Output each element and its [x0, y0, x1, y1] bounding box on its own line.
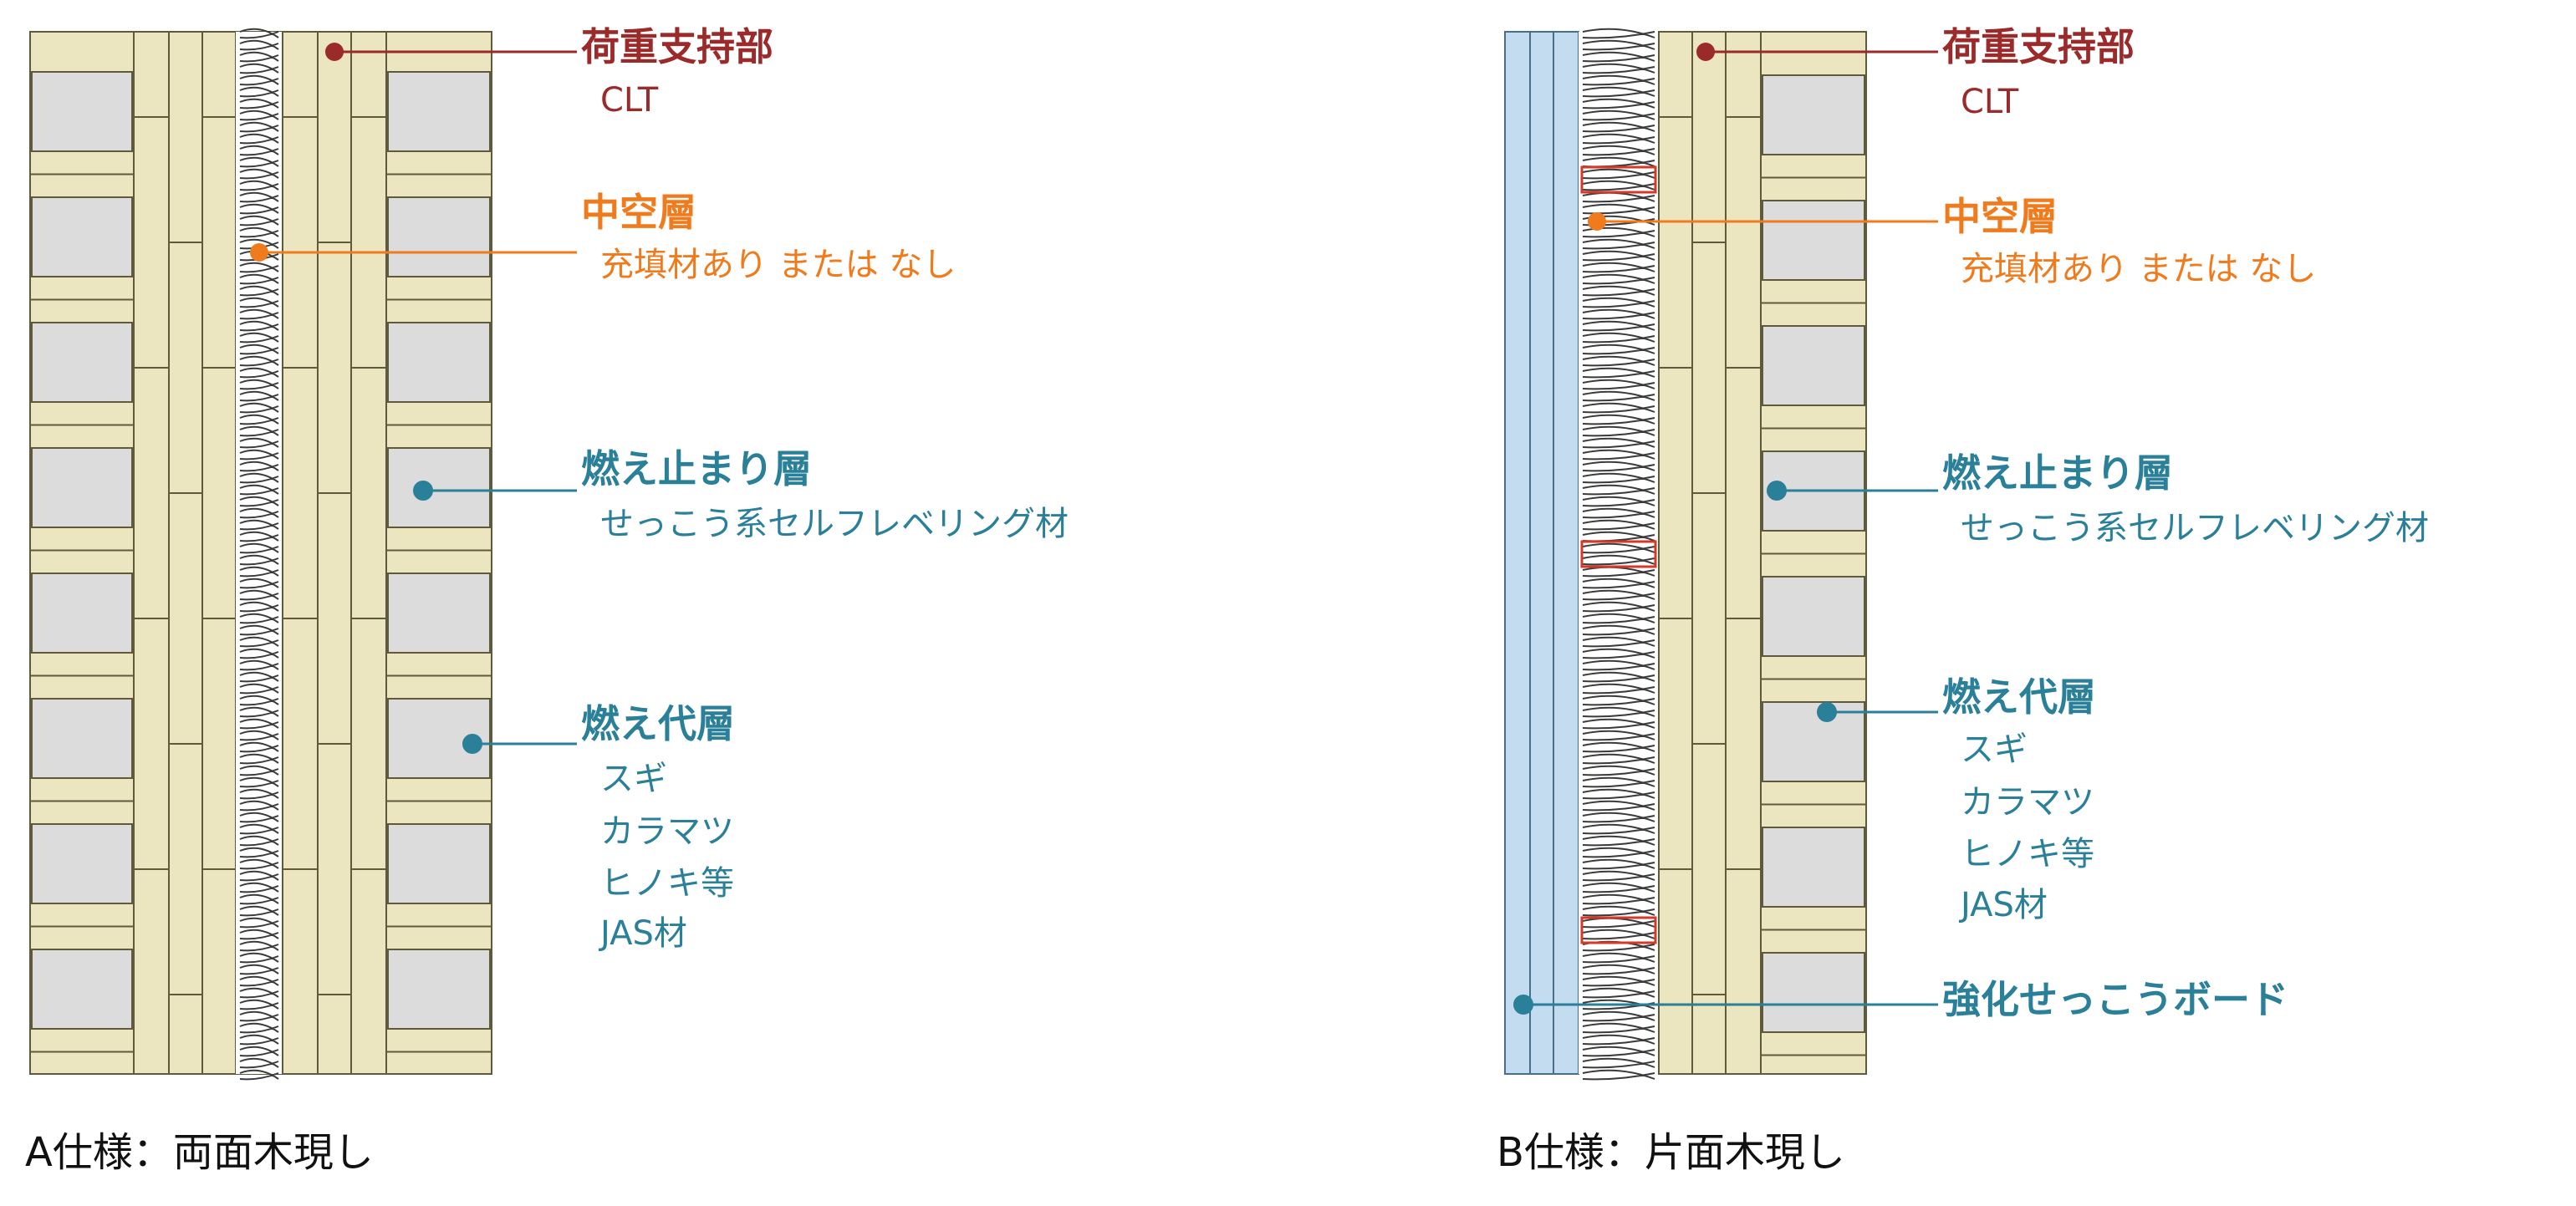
clt-lamina	[282, 31, 319, 1075]
fire-stop-gypsum-block	[387, 196, 491, 277]
leader-dot-hollow-layer	[1588, 212, 1606, 231]
fire-stop-gypsum-block	[31, 949, 133, 1030]
callout-detail-sugi: スギ	[1961, 730, 2028, 769]
fire-stop-gypsum-block	[1762, 701, 1865, 782]
callout-detail-clt: CLT	[600, 81, 659, 120]
leader-dot-fire-stop-layer	[413, 481, 433, 501]
callout-detail-filling: 充填材あり または なし	[1961, 250, 2316, 288]
diagram-a: 荷重支持部 CLT 中空層 充填材あり または なし 燃え止まり層 せっこう系セ…	[25, 24, 1069, 1176]
reinforced-gypsum-board	[1504, 31, 1531, 1075]
leader-dot-hollow-layer	[250, 243, 268, 262]
clt-lamina	[317, 31, 352, 1075]
callout-heading-char-layer: 燃え代層	[581, 701, 735, 746]
fire-stop-gypsum-block	[387, 572, 491, 654]
caption-a: A仕様：両面木現し	[25, 1129, 374, 1176]
clt-lamina	[168, 31, 203, 1075]
callout-detail-karamatsu: カラマツ	[1961, 783, 2094, 822]
fastening-clip	[1580, 165, 1657, 194]
fire-stop-gypsum-block	[387, 949, 491, 1030]
fire-stop-gypsum-block	[31, 322, 133, 403]
char-layer-frame	[29, 31, 135, 1075]
fire-stop-gypsum-block	[1762, 952, 1865, 1033]
leader-dot-load-bearing	[1696, 43, 1715, 61]
callout-detail-sugi: スギ	[600, 760, 667, 798]
fire-stop-gypsum-block	[387, 447, 491, 528]
callout-detail-jas: JAS材	[1958, 886, 2048, 924]
leader-dot-char-layer	[462, 734, 482, 754]
clt-lamina	[1691, 31, 1727, 1075]
fire-stop-gypsum-block	[1762, 325, 1865, 406]
callout-heading-gypsum-board: 強化せっこうボード	[1942, 977, 2288, 1022]
diagram-b: 荷重支持部 CLT 中空層 充填材あり または なし 燃え止まり層 せっこう系セ…	[1497, 24, 2429, 1176]
fire-stop-gypsum-block	[387, 823, 491, 904]
callout-heading-hollow-layer: 中空層	[1942, 194, 2058, 239]
callout-heading-char-layer: 燃え代層	[1942, 674, 2096, 720]
fire-stop-gypsum-block	[31, 823, 133, 904]
reinforced-gypsum-board	[1553, 31, 1579, 1075]
fire-stop-gypsum-block	[1762, 74, 1865, 155]
fastening-clip	[1580, 540, 1657, 568]
fire-stop-gypsum-block	[31, 698, 133, 779]
leader-dot-load-bearing	[325, 43, 344, 61]
callouts-b: 荷重支持部 CLT 中空層 充填材あり または なし 燃え止まり層 せっこう系セ…	[1513, 24, 2429, 1022]
callout-detail-self-leveling: せっこう系セルフレベリング材	[1961, 509, 2429, 547]
callout-detail-self-leveling: せっこう系セルフレベリング材	[600, 505, 1069, 543]
callout-detail-clt: CLT	[1961, 83, 2019, 121]
wall-section-b	[1504, 28, 1867, 1081]
clt-lamina	[1658, 31, 1693, 1075]
callout-heading-fire-stop-layer: 燃え止まり層	[1942, 450, 2173, 496]
leader-dot-fire-stop-layer	[1767, 481, 1787, 501]
callout-detail-filling: 充填材あり または なし	[600, 246, 956, 284]
fire-stop-gypsum-block	[1762, 827, 1865, 908]
callout-heading-load-bearing: 荷重支持部	[1942, 24, 2135, 69]
callout-heading-hollow-layer: 中空層	[581, 190, 696, 235]
fire-stop-gypsum-block	[31, 572, 133, 654]
callout-heading-load-bearing: 荷重支持部	[581, 24, 773, 69]
callout-detail-hinoki: ヒノキ等	[1961, 835, 2094, 873]
callout-detail-karamatsu: カラマツ	[600, 812, 734, 851]
fire-stop-gypsum-block	[387, 322, 491, 403]
caption-b: B仕様：片面木現し	[1497, 1129, 1845, 1176]
clt-lamina	[201, 31, 237, 1075]
callout-detail-jas: JAS材	[598, 914, 687, 953]
char-layer-frame	[385, 31, 492, 1075]
callouts-a: 荷重支持部 CLT 中空層 充填材あり または なし 燃え止まり層 せっこう系セ…	[250, 24, 1069, 953]
fire-stop-gypsum-block	[31, 447, 133, 528]
hollow-layer-insulation	[1582, 28, 1655, 1081]
fire-stop-gypsum-block	[31, 196, 133, 277]
hollow-layer-insulation	[239, 28, 279, 1081]
clt-lamina	[133, 31, 170, 1075]
wall-section-a	[29, 28, 492, 1081]
fire-stop-gypsum-block	[1762, 200, 1865, 281]
fire-stop-gypsum-block	[387, 71, 491, 152]
leader-dot-char-layer	[1817, 702, 1837, 722]
fire-stop-gypsum-block	[1762, 576, 1865, 657]
clt-lamina	[350, 31, 387, 1075]
reinforced-gypsum-board	[1529, 31, 1556, 1075]
clt-lamina	[1725, 31, 1762, 1075]
leader-dot-gypsum-board	[1513, 995, 1533, 1015]
fastening-clip	[1580, 916, 1657, 944]
callout-detail-hinoki: ヒノキ等	[600, 864, 734, 903]
fire-stop-gypsum-block	[31, 71, 133, 152]
callout-heading-fire-stop-layer: 燃え止まり層	[581, 446, 812, 491]
